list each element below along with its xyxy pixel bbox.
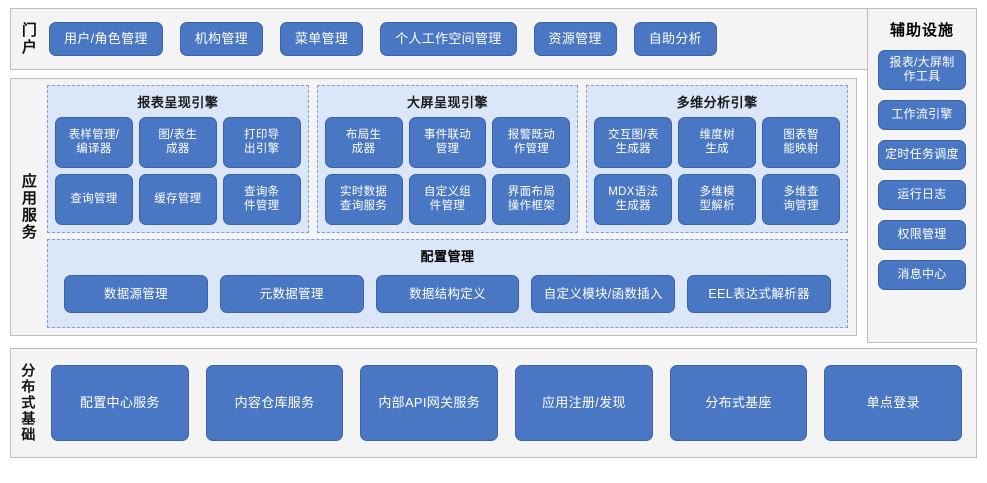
portal-button-menu[interactable]: 菜单管理 [279,22,364,56]
engine-item-report-query-management[interactable]: 查询管理 [55,174,133,225]
engine-title-bigscreen: 大屏呈现引擎 [407,95,489,110]
engine-item-bigscreen-custom-component[interactable]: 自定义组 件管理 [408,174,487,225]
portal-button-org[interactable]: 机构管理 [179,22,263,56]
infra-button-distributed-base[interactable]: 分布式基座 [669,365,808,441]
engine-panel-report: 报表呈现引擎 表样管理/ 编译器 图/表生 成器 打印导 出引擎 查询管理 缓存… [47,85,309,233]
aux-button-report-screen-tool[interactable]: 报表/大屏制 作工具 [878,50,966,90]
engine-grid-bigscreen: 布局生 成器 事件联动 管理 报警既动 作管理 实时数据 查询服务 自定义组 件… [324,117,571,225]
config-panel: 配置管理 数据源管理 元数据管理 数据结构定义 自定义模块/函数插入 EEL表达… [47,239,848,328]
engine-row: 报表呈现引擎 表样管理/ 编译器 图/表生 成器 打印导 出引擎 查询管理 缓存… [47,85,849,233]
portal-row: 门户 用户/角色管理 机构管理 菜单管理 个人工作空间管理 资源管理 自助分析 [10,8,977,70]
infrastructure-section-label: 分布式基础 [20,363,37,443]
infra-button-content-repository[interactable]: 内容仓库服务 [205,365,344,441]
portal-section: 门户 用户/角色管理 机构管理 菜单管理 个人工作空间管理 资源管理 自助分析 [10,8,977,70]
auxiliary-section-title: 辅助设施 [889,22,954,39]
config-button-custom-module[interactable]: 自定义模块/函数插入 [531,275,676,313]
engine-item-olap-mdx-generator[interactable]: MDX语法 生成器 [594,174,673,225]
aux-button-workflow-engine[interactable]: 工作流引擎 [878,100,966,130]
engine-item-report-query-condition[interactable]: 查询条 件管理 [222,174,301,225]
config-panel-title: 配置管理 [420,249,475,264]
engine-item-olap-model-parsing[interactable]: 多维模 型解析 [678,174,757,225]
infra-button-config-center[interactable]: 配置中心服务 [51,365,189,441]
portal-button-resource[interactable]: 资源管理 [533,22,617,56]
config-button-data-structure[interactable]: 数据结构定义 [375,275,520,313]
portal-button-group: 用户/角色管理 机构管理 菜单管理 个人工作空间管理 资源管理 自助分析 [45,9,976,69]
config-button-metadata[interactable]: 元数据管理 [219,275,364,313]
portal-button-workspace[interactable]: 个人工作空间管理 [380,22,517,56]
engine-grid-report: 表样管理/ 编译器 图/表生 成器 打印导 出引擎 查询管理 缓存管理 查询条 … [55,117,301,225]
engine-item-bigscreen-layout-framework[interactable]: 界面布局 操作框架 [492,174,571,225]
config-button-group: 数据源管理 元数据管理 数据结构定义 自定义模块/函数插入 EEL表达式解析器 [56,271,839,319]
engine-item-bigscreen-alarm-action[interactable]: 报警既动 作管理 [492,117,571,168]
engine-grid-olap: 交互图/表 生成器 维度树 生成 图表智 能映射 MDX语法 生成器 多维模 型… [594,117,841,225]
infrastructure-button-group: 配置中心服务 内容仓库服务 内部API网关服务 应用注册/发现 分布式基座 单点… [45,349,976,457]
engine-panel-bigscreen: 大屏呈现引擎 布局生 成器 事件联动 管理 报警既动 作管理 实时数据 查询服务… [316,85,579,233]
engine-item-report-chart-generator[interactable]: 图/表生 成器 [138,117,217,168]
aux-button-runtime-log[interactable]: 运行日志 [878,180,966,210]
engine-title-olap: 多维分析引擎 [676,95,758,110]
engine-item-bigscreen-layout-generator[interactable]: 布局生 成器 [324,117,403,168]
aux-button-message-center[interactable]: 消息中心 [878,260,966,290]
engine-item-olap-query-management[interactable]: 多维查 询管理 [762,174,841,225]
engine-item-report-template-editor[interactable]: 表样管理/ 编译器 [55,117,133,168]
application-service-section: 应用服务 报表呈现引擎 表样管理/ 编译器 图/表生 成器 打印导 出引擎 查询… [10,78,857,336]
engine-item-bigscreen-realtime-query[interactable]: 实时数据 查询服务 [324,174,403,225]
application-service-label: 应用服务 [19,173,37,241]
engine-item-report-cache-management[interactable]: 缓存管理 [138,174,217,225]
infra-button-sso[interactable]: 单点登录 [824,365,963,441]
infra-button-app-registry[interactable]: 应用注册/发现 [515,365,653,441]
portal-button-user-role[interactable]: 用户/角色管理 [49,22,163,56]
aux-button-scheduled-task[interactable]: 定时任务调度 [878,140,966,170]
engine-item-olap-interactive-chart[interactable]: 交互图/表 生成器 [594,117,673,168]
application-service-content: 报表呈现引擎 表样管理/ 编译器 图/表生 成器 打印导 出引擎 查询管理 缓存… [45,79,856,335]
engine-item-report-print-export[interactable]: 打印导 出引擎 [222,117,301,168]
config-button-datasource[interactable]: 数据源管理 [64,275,208,313]
engine-panel-olap: 多维分析引擎 交互图/表 生成器 维度树 生成 图表智 能映射 MDX语法 生成… [586,85,849,233]
aux-button-permission[interactable]: 权限管理 [878,220,966,250]
config-button-eel-parser[interactable]: EEL表达式解析器 [687,275,831,313]
infra-button-api-gateway[interactable]: 内部API网关服务 [360,365,499,441]
engine-title-report: 报表呈现引擎 [137,95,219,110]
infrastructure-section: 分布式基础 配置中心服务 内容仓库服务 内部API网关服务 应用注册/发现 分布… [10,348,977,458]
engine-item-olap-chart-mapping[interactable]: 图表智 能映射 [762,117,841,168]
engine-item-bigscreen-event-linkage[interactable]: 事件联动 管理 [408,117,487,168]
portal-button-self-analysis[interactable]: 自助分析 [633,22,717,56]
portal-section-label: 门户 [19,22,37,56]
auxiliary-section: 辅助设施 报表/大屏制 作工具 工作流引擎 定时任务调度 运行日志 权限管理 消… [867,8,977,343]
engine-item-olap-dimension-tree[interactable]: 维度树 生成 [678,117,757,168]
